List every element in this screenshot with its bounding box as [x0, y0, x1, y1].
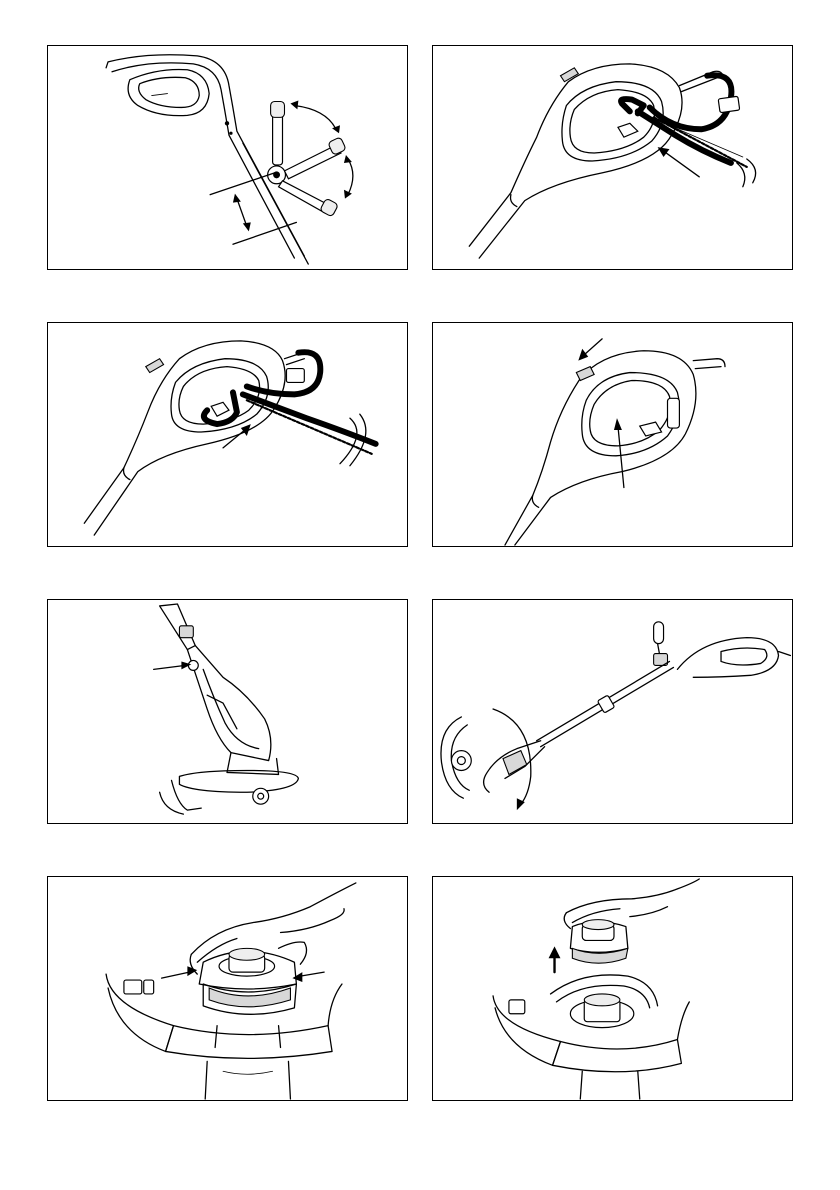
- figure-6-trimmer-rotation: [432, 599, 793, 824]
- figure-3-illustration: [48, 323, 407, 546]
- motor-housing: [160, 604, 299, 814]
- figure-8-illustration: [433, 877, 792, 1100]
- guard: [493, 975, 689, 1099]
- figure-1-illustration: [48, 46, 407, 269]
- handle-loop: [654, 622, 791, 678]
- handle-loop: [84, 341, 312, 535]
- figure-7-press-tabs: [47, 876, 408, 1101]
- figure-3-cord-hooked: [47, 322, 408, 547]
- handle-loop: [505, 351, 725, 545]
- figure-4-illustration: [433, 323, 792, 546]
- figure-2-illustration: [433, 46, 792, 269]
- cord-loop: [618, 75, 756, 187]
- figure-8-remove-cover: [432, 876, 793, 1101]
- spool-cover-removed: [570, 920, 627, 964]
- handle-loop: [469, 64, 723, 258]
- shaft: [537, 661, 674, 746]
- figure-6-illustration: [433, 600, 792, 823]
- spool-cover: [199, 948, 296, 1014]
- auxiliary-handle: [268, 102, 347, 217]
- hand: [190, 883, 356, 974]
- figure-1-handle-adjustment: [47, 45, 408, 270]
- figure-4-switch: [432, 322, 793, 547]
- arrow-up-icon: [549, 946, 561, 972]
- arrow-icon: [658, 147, 700, 177]
- hand: [564, 879, 699, 929]
- arrow-icon: [154, 661, 192, 669]
- figure-5-illustration: [48, 600, 407, 823]
- figure-5-motor-housing: [47, 599, 408, 824]
- figure-2-cord-hook: [432, 45, 793, 270]
- cord-loop: [204, 352, 376, 466]
- figure-7-illustration: [48, 877, 407, 1100]
